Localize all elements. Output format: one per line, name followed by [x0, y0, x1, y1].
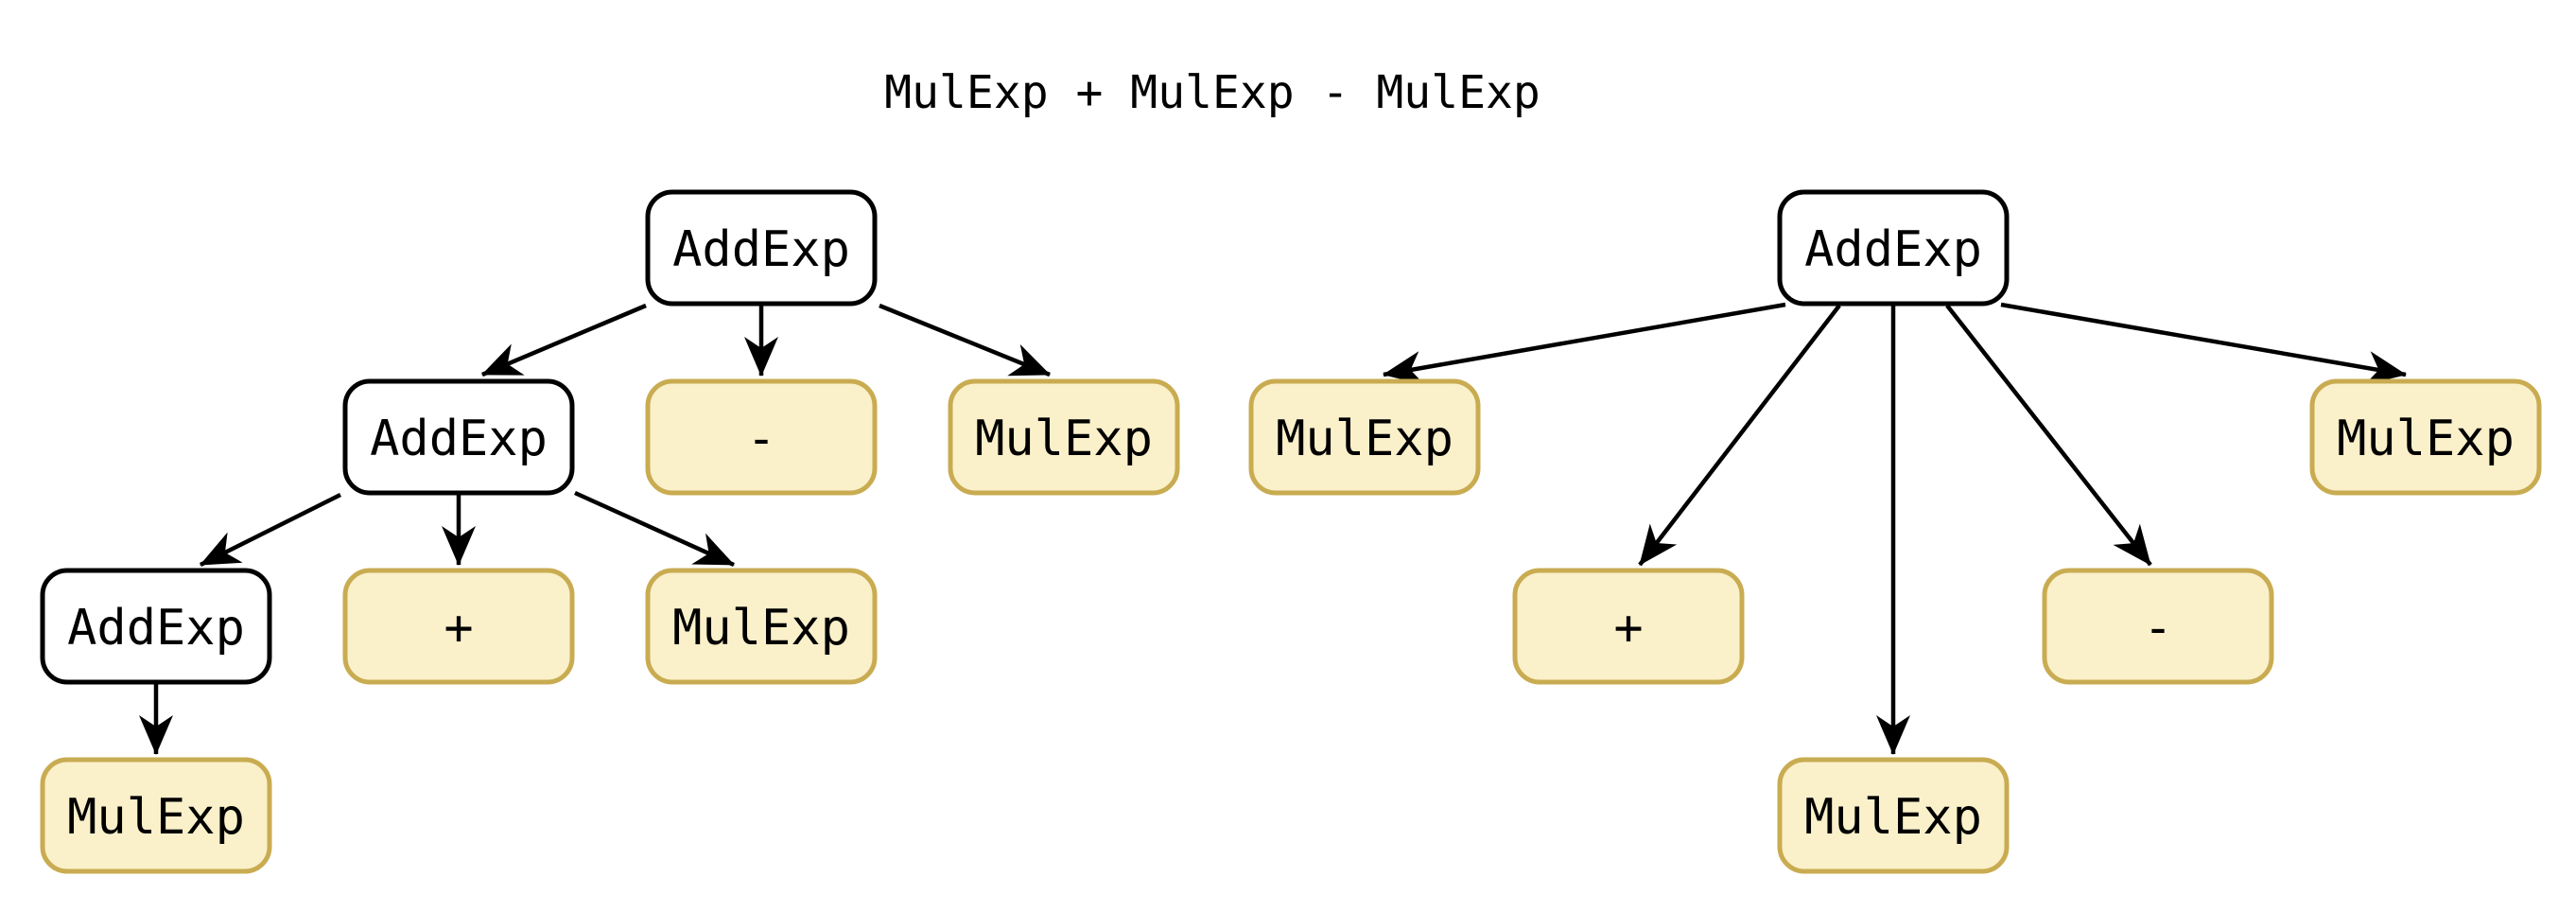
node-box — [40, 757, 272, 874]
edge-r-root-to-r-minus — [1945, 304, 2152, 567]
node-box — [342, 378, 575, 496]
edge-l-add2-to-l-mul2 — [574, 490, 735, 568]
mulexp-node: MulExp — [40, 757, 272, 874]
node-box — [1777, 189, 2010, 307]
node-label: + — [1613, 600, 1643, 657]
node-box — [40, 568, 272, 685]
edge-r-root-to-r-mul3 — [2000, 302, 2407, 385]
mulexp-node: MulExp — [2309, 378, 2542, 496]
node-box — [948, 378, 1180, 496]
expression-title: MulExp + MulExp - MulExp — [884, 66, 1540, 119]
edge-r-root-to-r-mul1 — [1383, 302, 1786, 385]
mulexp-node: MulExp — [1777, 757, 2010, 874]
node-label: MulExp — [975, 411, 1153, 467]
node-label: - — [746, 411, 775, 467]
node-box — [1248, 378, 1481, 496]
plus-op-node: + — [342, 568, 575, 685]
node-box — [645, 568, 878, 685]
node-box — [1777, 757, 2010, 874]
node-label: AddExp — [67, 600, 245, 657]
node-label: MulExp — [67, 789, 245, 846]
minus-op-node: - — [2042, 568, 2274, 685]
node-box — [2042, 568, 2274, 685]
edge-r-root-to-r-plus — [1638, 304, 1841, 567]
node-box — [645, 189, 878, 307]
addexp-node: AddExp — [342, 378, 575, 496]
node-label: + — [444, 600, 473, 657]
addexp-node: AddExp — [645, 189, 878, 307]
node-label: AddExp — [1804, 221, 1982, 278]
node-box — [342, 568, 575, 685]
mulexp-node: MulExp — [645, 568, 878, 685]
node-label: AddExp — [672, 221, 850, 278]
mulexp-node: MulExp — [948, 378, 1180, 496]
addexp-node: AddExp — [40, 568, 272, 685]
node-box — [2309, 378, 2542, 496]
edge-l-root-to-l-add2 — [481, 303, 647, 377]
mulexp-node: MulExp — [1248, 378, 1481, 496]
node-label: AddExp — [370, 411, 548, 467]
plus-op-node: + — [1512, 568, 1745, 685]
node-label: - — [2143, 600, 2172, 657]
node-label: MulExp — [2337, 411, 2515, 467]
node-box — [1512, 568, 1745, 685]
addexp-node: AddExp — [1777, 189, 2010, 307]
edge-l-add2-to-l-add3 — [199, 492, 342, 568]
node-label: MulExp — [1804, 789, 1982, 846]
node-label: MulExp — [672, 600, 850, 657]
minus-op-node: - — [645, 378, 878, 496]
node-label: MulExp — [1276, 411, 1453, 467]
edge-l-root-to-l-mul3 — [879, 303, 1051, 377]
node-box — [645, 378, 878, 496]
